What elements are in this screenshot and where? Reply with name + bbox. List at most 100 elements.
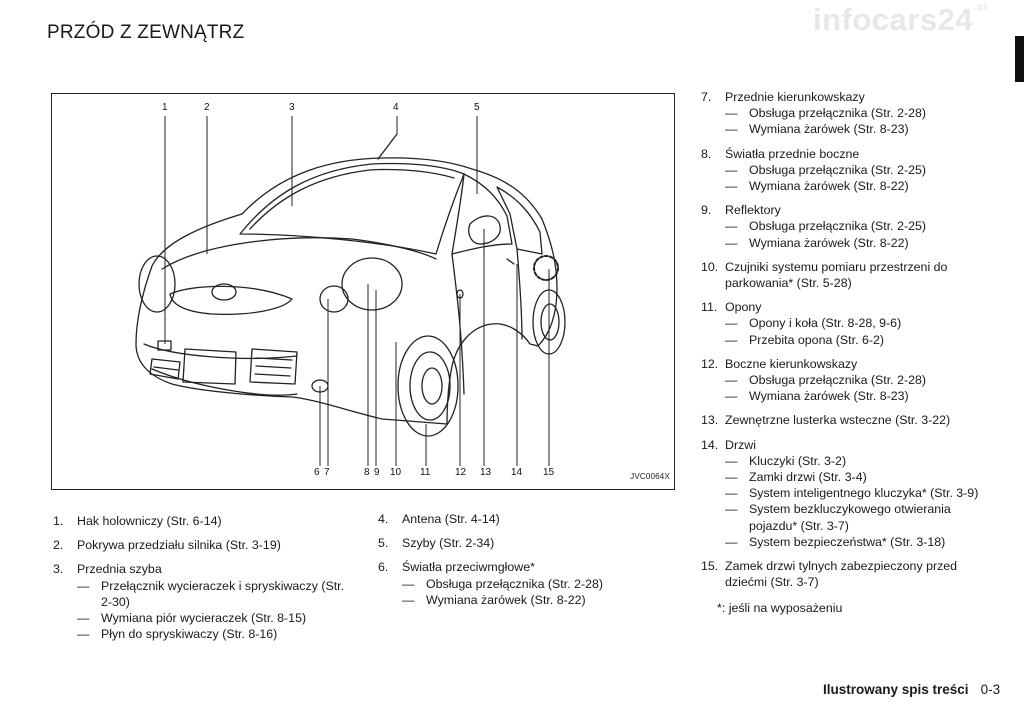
callout-6: 6 [314,467,320,478]
legend-item-number: 9. [701,203,712,218]
legend-subitem: — Obsługa przełącznika (Str. 2-28) [725,372,991,388]
legend-subitem-text: Zamki drzwi (Str. 3-4) [749,470,867,485]
legend-list-middle: 4. Antena (Str. 4-14) 5. Szyby (Str. 2-3… [378,511,658,616]
legend-item: 5. Szyby (Str. 2-34) [378,535,658,551]
legend-subitem-text: Obsługa przełącznika (Str. 2-28) [749,106,926,121]
legend-subitem: — Obsługa przełącznika (Str. 2-28) [725,105,991,121]
watermark-suffix: .pl [974,2,988,13]
legend-item: 12. Boczne kierunkowskazy —Obsługa przeł… [701,356,991,405]
legend-subitem: —Obsługa przełącznika (Str. 2-25) [725,162,991,178]
legend-subitem: — Płyn do spryskiwaczy (Str. 8-16) [77,626,353,642]
legend-subitem: —Przebita opona (Str. 6-2) [725,332,991,348]
legend-item-text: Czujniki systemu pomiaru przestrzeni do … [725,259,948,291]
callout-14: 14 [511,467,523,478]
page-number: 0-3 [980,682,1001,697]
callout-8: 8 [364,467,370,478]
legend-item-number: 4. [378,512,389,526]
dash-mark: — [77,578,90,593]
watermark-logo: infocars24.pl [813,2,987,38]
child-lock-marker [533,255,559,281]
legend-subitem: —System bezpieczeństwa* (Str. 3-18) [725,534,991,550]
legend-item-number: 5. [378,536,389,551]
mirror-outline [468,215,501,245]
callout-5: 5 [474,102,480,113]
legend-subitem: —Obsługa przełącznika (Str. 2-25) [725,218,991,234]
footer-section-title: Ilustrowany spis treści [823,682,969,697]
watermark-main: infocars24 [813,2,974,37]
legend-item-text: Opony [725,300,762,315]
legend-item-number: 3. [53,562,64,577]
dash-mark: — [725,373,738,388]
dash-mark: — [725,470,738,485]
car-line-drawing [135,116,566,466]
headlight-outline [341,257,403,311]
legend-item-text: Szyby (Str. 2-34) [402,536,495,551]
footnote: *: jeśli na wyposażeniu [717,601,843,615]
legend-item-text: Światła przeciwmgłowe* [402,560,535,575]
dash-mark: — [725,332,738,347]
callout-3: 3 [289,102,295,113]
legend-item: 15. Zamek drzwi tylnych zabezpieczony pr… [701,558,991,590]
hood-outline [161,237,437,270]
callout-13: 13 [480,467,492,478]
callout-10: 10 [390,467,402,478]
legend-item-number: 8. [701,146,712,161]
dash-mark: — [725,235,738,250]
legend-subitem-text: Wymiana żarówek (Str. 8-22) [426,592,586,607]
callout-11: 11 [420,467,431,478]
legend-subitem-text: Kluczyki (Str. 3-2) [749,453,847,468]
legend-item: 3. Przednia szyba —Przełącznik wycieracz… [53,561,353,642]
legend-subitem-text: Wymiana piór wycieraczek (Str. 8-15) [101,611,307,626]
legend-item-number: 13. [701,413,719,428]
legend-item: 10. Czujniki systemu pomiaru przestrzeni… [701,259,991,291]
legend-item-text: Antena (Str. 4-14) [402,512,500,526]
legend-item-number: 14. [701,437,719,452]
callout-7: 7 [324,467,330,478]
car-illustration-figure: 1 2 3 4 5 6 7 8 9 10 11 12 13 14 15 JVC0… [51,93,675,490]
legend-subitem: — Kluczyki (Str. 3-2) [725,453,991,469]
legend-item-text: Reflektory [725,203,781,218]
edge-tab-marker [1015,36,1024,82]
dash-mark: — [725,122,738,137]
legend-item: 13. Zewnętrzne lusterka wsteczne (Str. 3… [701,412,991,428]
legend-subitem-text: Wymiana żarówek (Str. 8-23) [749,122,909,137]
legend-subitem: —Opony i koła (Str. 8-28, 9-6) [725,315,991,331]
legend-item: 14. Drzwi — Kluczyki (Str. 3-2) — Zamki dr… [701,437,991,550]
legend-subitem-text: Wymiana żarówek (Str. 8-22) [749,235,909,250]
legend-item-text: Hak holowniczy (Str. 6-14) [77,514,222,528]
legend-subitem: — Wymiana żarówek (Str. 8-23) [725,121,991,137]
dash-mark: — [77,611,90,626]
dash-mark: — [725,453,738,468]
legend-item-text: Drzwi [725,437,756,452]
legend-item-text: Zewnętrzne lusterka wsteczne (Str. 3-22) [725,413,951,428]
legend-subitem-text: System bezkluczykowego otwierania pojazd… [749,502,951,533]
legend-item: 6. Światła przeciwmgłowe* —Obsługa przeł… [378,559,658,608]
legend-item-number: 2. [53,538,64,553]
legend-subitem-text: Obsługa przełącznika (Str. 2-28) [749,373,926,388]
legend-subitem: —Wymiana żarówek (Str. 8-23) [725,388,991,404]
dash-mark: — [77,627,90,642]
legend-item: 7. Przednie kierunkowskazy —Obsługa prze… [701,89,991,138]
legend-subitem-text: Wymiana żarówek (Str. 8-22) [749,179,909,194]
legend-subitem: — Przełącznik wycieraczek i spryskiwaczy … [77,578,353,610]
dash-mark: — [725,486,738,501]
legend-subitem: — Wymiana piór wycieraczek (Str. 8-15) [77,610,353,626]
legend-list-right: 7. Przednie kierunkowskazy —Obsługa prze… [701,89,991,598]
legend-item: 4. Antena (Str. 4-14) [378,511,658,527]
dash-mark: — [725,162,738,177]
legend-item-number: 7. [701,90,712,104]
page-footer: Ilustrowany spis treści 0-3 [823,682,1000,697]
legend-subitem: —Wymiana żarówek (Str. 8-22) [725,178,991,194]
legend-subitem-text: Płyn do spryskiwaczy (Str. 8-16) [101,627,278,642]
legend-subitem: — Wymiana żarówek (Str. 8-22) [725,235,991,251]
legend-item-number: 6. [378,560,389,575]
legend-subitem-text: Obsługa przełącznika (Str. 2-28) [426,576,603,591]
legend-subitem: —System bezkluczykowego otwierania pojaz… [725,501,991,533]
legend-subitem: —Wymiana żarówek (Str. 8-22) [402,592,658,608]
legend-subitem-text: Przełącznik wycieraczek i spryskiwaczy (… [101,578,345,609]
callout-12: 12 [455,467,467,478]
legend-item-text: Boczne kierunkowskazy [725,356,858,371]
callout-15: 15 [543,467,555,478]
legend-item-text: Światła przednie boczne [725,146,860,161]
dash-mark: — [725,106,738,121]
